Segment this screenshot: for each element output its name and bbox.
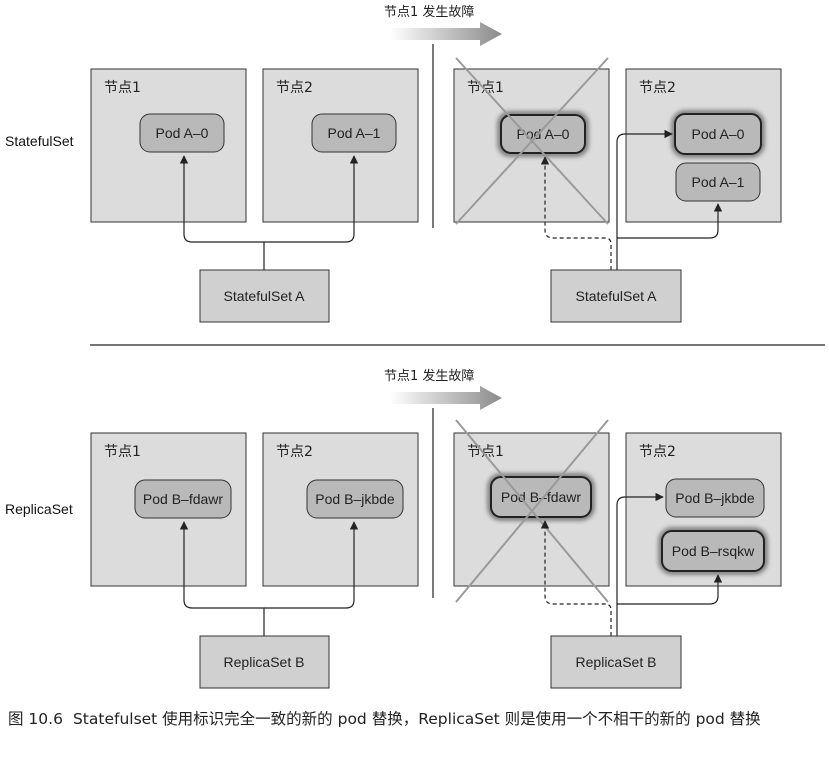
controller-connections bbox=[179, 155, 359, 270]
node-box: 节点2 Pod B–jkbde bbox=[262, 432, 419, 587]
pod-label: Pod B–jkbde bbox=[675, 490, 755, 506]
failure-arrow-icon bbox=[390, 22, 502, 46]
pod bbox=[139, 113, 225, 153]
failure-banner-top: 节点1 发生故障 bbox=[384, 4, 502, 46]
node-label: 节点2 bbox=[276, 444, 313, 460]
controller-connections bbox=[540, 129, 723, 270]
figure-caption-text: Statefulset 使用标识完全一致的新的 pod 替换，ReplicaSe… bbox=[72, 710, 761, 728]
pod-label: Pod A–1 bbox=[328, 125, 381, 141]
pod-label: Pod B–fdawr bbox=[143, 491, 223, 507]
node-box: 节点1 Pod A–0 bbox=[90, 68, 247, 223]
pod bbox=[665, 478, 765, 518]
failure-label: 节点1 发生故障 bbox=[384, 368, 474, 384]
pod-label: Pod B–fdawr bbox=[501, 489, 581, 505]
controller-connections bbox=[540, 492, 723, 636]
node-label: 节点2 bbox=[276, 80, 313, 96]
controller-connections bbox=[179, 521, 359, 636]
failure-cross-icon bbox=[455, 57, 609, 225]
failed-node-box: 节点1 Pod B–fdawr bbox=[453, 419, 610, 603]
failure-label: 节点1 发生故障 bbox=[384, 4, 474, 20]
controller-box bbox=[550, 269, 682, 323]
node-label: 节点1 bbox=[467, 80, 504, 96]
row-label-replicaset: ReplicaSet bbox=[5, 501, 73, 517]
controller-label: StatefulSet A bbox=[224, 288, 306, 304]
node-label: 节点2 bbox=[639, 444, 676, 460]
controller-box bbox=[199, 635, 330, 689]
controller-box bbox=[199, 269, 330, 323]
pod-label: Pod B–jkbde bbox=[315, 491, 395, 507]
pod bbox=[490, 476, 592, 518]
controller-label: ReplicaSet B bbox=[224, 654, 305, 670]
pod-label: Pod A–0 bbox=[156, 125, 209, 141]
pod bbox=[311, 113, 397, 153]
pod-label: Pod A–0 bbox=[692, 126, 745, 142]
controller-label: StatefulSet A bbox=[576, 288, 658, 304]
row-label-statefulset: StatefulSet bbox=[5, 133, 74, 149]
figure-caption: 图 10.6 Statefulset 使用标识完全一致的新的 pod 替换，Rep… bbox=[8, 708, 823, 730]
failed-node-box: 节点1 Pod A–0 bbox=[453, 57, 610, 225]
node-box: 节点2 Pod A–0 Pod A–1 bbox=[625, 68, 782, 223]
pod bbox=[134, 479, 232, 519]
node-box: 节点2 Pod A–1 bbox=[262, 68, 419, 223]
failure-cross-icon bbox=[455, 419, 609, 603]
statefulset-section: StatefulSet 节点1 发生故障 节点1 Pod A–0 节点2 Pod… bbox=[5, 4, 782, 323]
pod-new bbox=[661, 530, 765, 572]
node-box: 节点1 Pod B–fdawr bbox=[90, 432, 247, 587]
figure-number: 图 10.6 bbox=[8, 710, 63, 728]
pod-label: Pod B–rsqkw bbox=[672, 543, 755, 559]
failure-banner-bottom: 节点1 发生故障 bbox=[384, 368, 502, 410]
node-label: 节点1 bbox=[104, 80, 141, 96]
pod bbox=[306, 479, 404, 519]
failure-arrow-icon bbox=[390, 386, 502, 410]
node-label: 节点1 bbox=[467, 444, 504, 460]
controller-box bbox=[550, 635, 682, 689]
replicaset-section: ReplicaSet 节点1 发生故障 节点1 Pod B–fdawr 节点2 … bbox=[5, 368, 782, 689]
node-box: 节点2 Pod B–jkbde Pod B–rsqkw bbox=[625, 432, 782, 587]
statefulset-vs-replicaset-diagram: StatefulSet 节点1 发生故障 节点1 Pod A–0 节点2 Pod… bbox=[5, 4, 825, 689]
pod-label: Pod A–1 bbox=[692, 174, 745, 190]
pod bbox=[675, 162, 761, 202]
node-label: 节点2 bbox=[639, 80, 676, 96]
pod-new bbox=[674, 113, 762, 155]
node-label: 节点1 bbox=[104, 444, 141, 460]
controller-label: ReplicaSet B bbox=[576, 654, 657, 670]
